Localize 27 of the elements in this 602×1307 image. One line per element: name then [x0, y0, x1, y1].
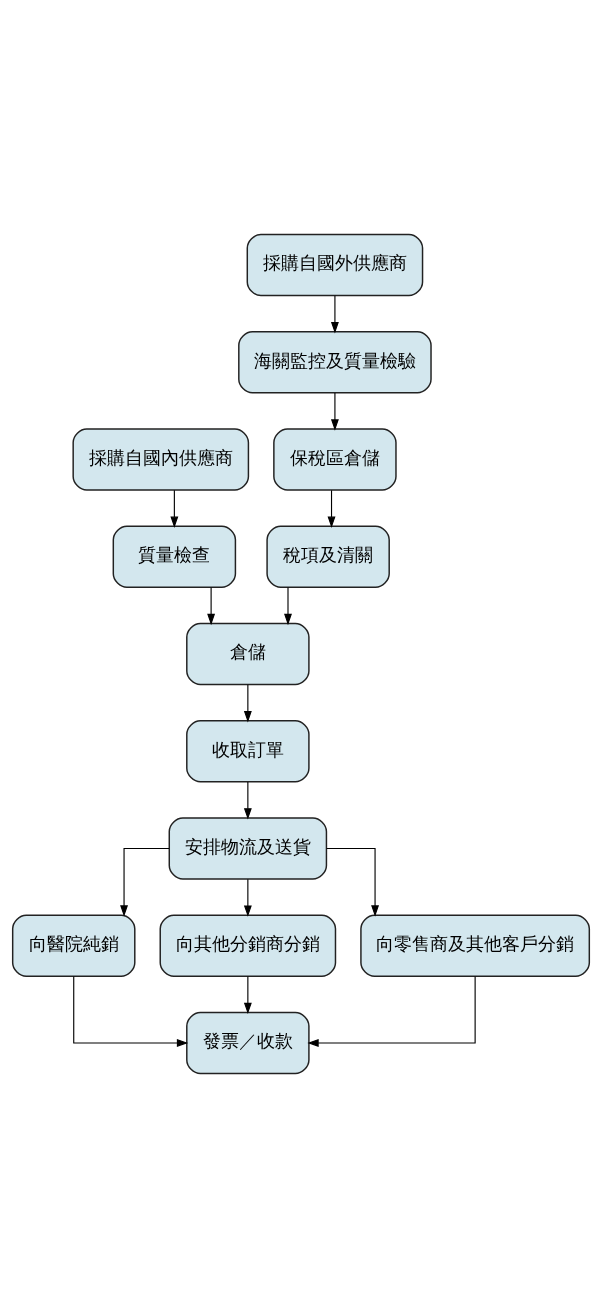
- node-box: 倉儲: [186, 622, 310, 685]
- node-box: 向其他分銷商分銷: [159, 913, 337, 977]
- arrow: [243, 780, 252, 820]
- arrow: [243, 683, 252, 722]
- node-box: 採購自國內供應商: [72, 427, 250, 491]
- arrow: [326, 847, 379, 917]
- arrow: [307, 975, 476, 1047]
- node-box: 稅項及清關: [266, 525, 390, 588]
- arrow: [170, 489, 179, 528]
- node-box: 採購自國外供應商: [246, 233, 424, 296]
- arrow: [243, 975, 252, 1014]
- arrow: [243, 878, 252, 917]
- arrow: [284, 586, 292, 625]
- arrow: [207, 586, 216, 625]
- node-box: 發票／收款: [186, 1011, 310, 1074]
- arrow: [327, 489, 336, 528]
- node-box: 保稅區倉儲: [273, 427, 397, 491]
- node-box: 收取訂單: [186, 719, 310, 782]
- node-box: 向零售商及其他客戶分銷: [360, 913, 591, 977]
- node-box: 向醫院純銷: [11, 913, 136, 977]
- arrow: [330, 294, 339, 333]
- node-box: 海關監控及質量檢驗: [238, 330, 432, 394]
- node-box: 質量檢查: [112, 525, 237, 588]
- arrow: [120, 847, 170, 917]
- arrow: [73, 975, 189, 1047]
- arrow: [330, 392, 339, 431]
- node-box: 安排物流及送貨: [168, 816, 328, 880]
